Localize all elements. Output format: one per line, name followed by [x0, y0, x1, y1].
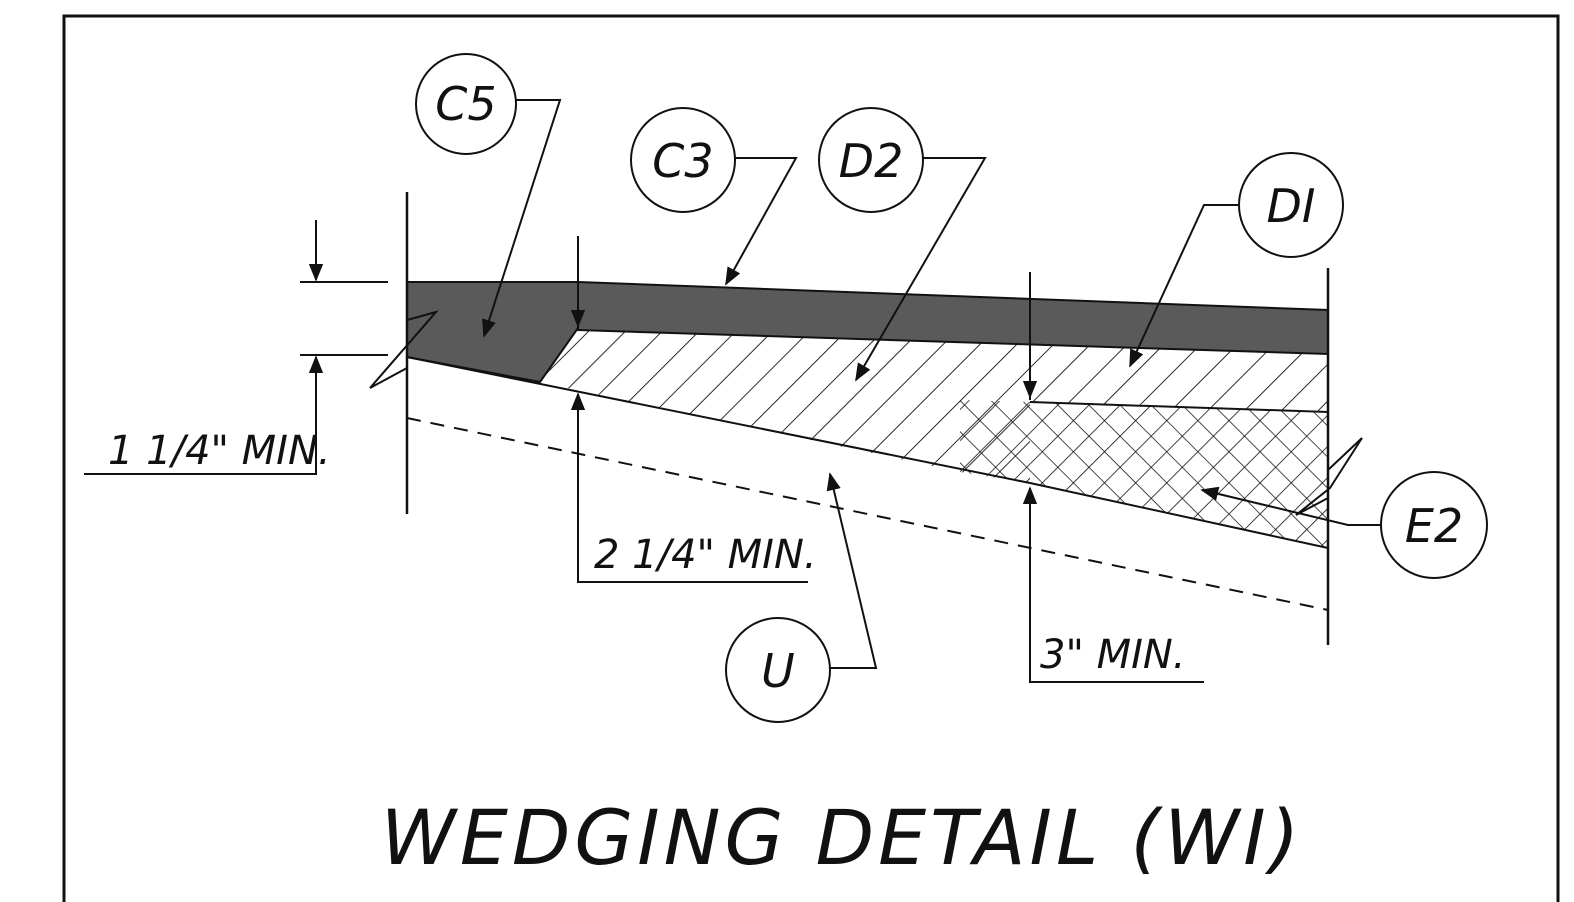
drawing-title: WEDGING DETAIL (WI)	[381, 793, 1304, 882]
callout-d2: D2	[818, 107, 987, 382]
left-break-symbol	[369, 310, 439, 389]
middle-dim-leader	[570, 392, 808, 583]
drawing-border	[62, 14, 1560, 902]
callout-d1-label: DI	[1267, 179, 1316, 233]
layer-e2-crosshatched-base	[960, 400, 1328, 548]
callout-d1: DI	[1129, 152, 1344, 368]
wedge-bottom-line	[406, 356, 1329, 549]
callout-d1-leader	[1129, 204, 1239, 368]
callout-d2-label: D2	[839, 134, 904, 188]
callout-c3-leader	[725, 157, 798, 286]
d1-bottom-line	[1029, 401, 1329, 413]
callout-u-label: U	[761, 644, 795, 698]
callout-e2-leader	[1200, 486, 1381, 526]
callout-c5-label: C5	[435, 77, 496, 131]
right-break-symbol	[1295, 437, 1363, 516]
callout-c5-leader	[482, 99, 562, 338]
callout-e2-label: E2	[1405, 499, 1463, 553]
layer-d2-hatched-base	[540, 330, 1030, 483]
callout-c3: C3	[630, 107, 798, 286]
callout-c5: C5	[415, 53, 562, 338]
left-dimension-label: 1 1/4" MIN.	[108, 428, 331, 474]
callout-u-leader	[826, 472, 878, 669]
right-dim-leader	[1022, 486, 1204, 683]
left-dim-leader	[84, 355, 324, 475]
existing-pavement-dashed-line	[406, 417, 1329, 611]
callout-u: U	[725, 472, 878, 723]
middle-dimension-label: 2 1/4" MIN.	[594, 532, 817, 578]
callout-e2: E2	[1200, 471, 1488, 579]
right-dimension-label: 3" MIN.	[1040, 632, 1186, 678]
callout-d2-leader	[855, 157, 987, 382]
callout-c3-label: C3	[652, 134, 713, 188]
